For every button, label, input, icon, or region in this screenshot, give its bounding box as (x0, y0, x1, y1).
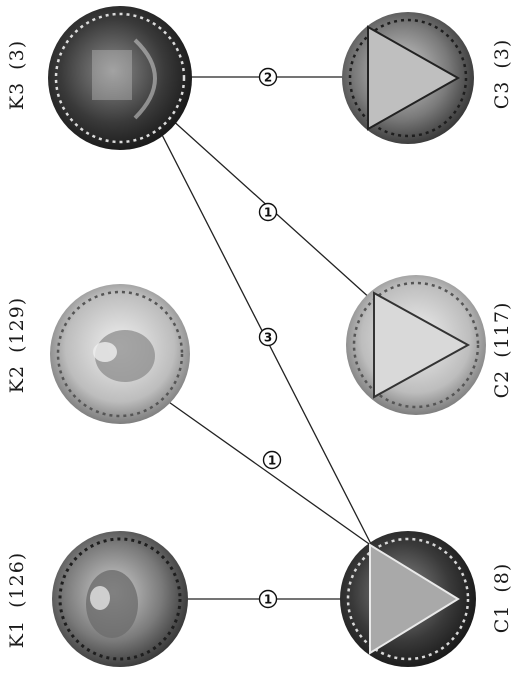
coin-c2 (346, 275, 486, 415)
label-k3: K3(3) (6, 40, 28, 110)
label-k2: K2 (129) (6, 297, 28, 393)
svg-text:K3(3): K3(3) (6, 40, 28, 110)
coin-id: C1 (491, 605, 513, 634)
svg-text:K2(129): K2 (129) (6, 297, 28, 393)
link-label: 3 (264, 331, 272, 345)
svg-text:C3(3): C3(3) (491, 39, 513, 110)
coin-id: C2 (491, 370, 513, 399)
coin-count: (129) (6, 297, 28, 353)
svg-text:C1(8): C1(8) (491, 563, 513, 634)
link-label: 1 (264, 593, 272, 607)
coin-count: (8) (491, 563, 513, 593)
link-badge-k3-c1: 3 (258, 327, 278, 347)
link-label: 1 (264, 206, 272, 220)
coin-count: (3) (491, 39, 513, 69)
link-badge-k1-c1: 1 (258, 589, 278, 609)
link-label: 1 (268, 454, 276, 468)
coin-id: K3 (6, 82, 28, 110)
link-badge-k3-c3: 2 (258, 67, 278, 87)
label-k1: K1 (126) (6, 552, 28, 648)
coin-id: C3 (491, 81, 513, 110)
link-badge-k3-c2: 1 (258, 202, 278, 222)
coin-c3 (342, 12, 474, 144)
coin-k1 (52, 531, 188, 667)
link-label: 2 (264, 71, 272, 85)
coin-count: (126) (6, 552, 28, 608)
label-c2: C2 (117) (491, 302, 513, 399)
svg-text:C2(117): C2 (117) (491, 302, 513, 399)
coin-c1 (340, 531, 476, 667)
coin-k3 (48, 6, 192, 150)
label-c1: C1(8) (491, 563, 513, 634)
label-c3: C3(3) (491, 39, 513, 110)
coin-k2 (50, 284, 190, 424)
link-badge-k2-c1: 1 (262, 450, 282, 470)
coin-id: K2 (6, 365, 28, 393)
svg-text:K1(126): K1 (126) (6, 552, 28, 648)
coin-count: (3) (6, 40, 28, 70)
coin-id: K1 (6, 620, 28, 648)
coin-count: (117) (491, 302, 513, 358)
link-k2-c1 (165, 399, 373, 547)
